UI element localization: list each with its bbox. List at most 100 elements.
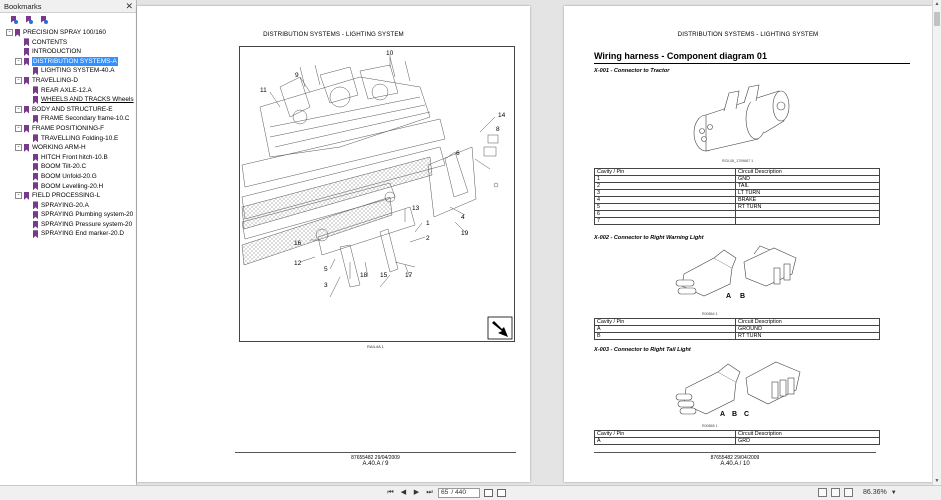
bookmark-ribbon-icon <box>24 47 29 56</box>
bookmark-ribbon-icon <box>24 38 29 47</box>
bookmark-item[interactable]: BOOM Levelling-20.H <box>0 182 136 192</box>
single-page-view-icon[interactable] <box>484 489 493 497</box>
bookmark-item[interactable]: -DISTRIBUTION SYSTEMS-A <box>0 56 136 67</box>
bookmark-ribbon-icon <box>33 86 38 95</box>
collapse-toggle-icon[interactable]: - <box>15 58 22 66</box>
footer-doc-code: 87655482 29/04/2009 <box>710 455 760 461</box>
circuit-cell: GRD <box>735 437 880 445</box>
bookmark-label: BOOM Unfold-20.G <box>41 172 97 180</box>
bookmark-label: TRAVELLING-D <box>32 76 79 84</box>
callout-label: 12 <box>294 260 302 267</box>
collapse-toggle-icon[interactable]: - <box>15 125 22 133</box>
bookmark-item[interactable]: REAR AXLE-12.A <box>0 86 136 96</box>
bookmark-item[interactable]: WHEELS AND TRACKS Wheels <box>0 95 136 105</box>
pin-cell: 7 <box>594 217 736 225</box>
footer-doc-code: 87655482 29/04/2009 <box>351 455 400 461</box>
bookmark-item[interactable]: SPRAYING-20.A <box>0 201 136 211</box>
callout-label: 13 <box>412 205 420 212</box>
bookmark-label: LIGHTING SYSTEM-40.A <box>41 67 115 75</box>
total-pages: / 440 <box>451 489 467 496</box>
circuit-cell <box>735 217 880 225</box>
bookmark-label: WHEELS AND TRACKS Wheels <box>41 96 134 104</box>
bookmark-item[interactable]: CONTENTS <box>0 38 136 48</box>
pin-cell: A <box>594 437 736 445</box>
bookmark-item[interactable]: - TRAVELLING-D <box>0 76 136 86</box>
connector-title: X-003 - Connector to Right Tail Light <box>594 347 691 353</box>
bookmark-label: FRAME Secondary frame-10.C <box>41 115 130 123</box>
toggle-spacer <box>24 154 31 161</box>
bookmark-item[interactable]: HITCH Front hitch-10.B <box>0 153 136 163</box>
table-header: Cavity / Pin <box>594 318 736 326</box>
bookmark-label: SPRAYING Pressure system-20 <box>41 220 133 228</box>
collapse-toggle-icon[interactable]: - <box>15 192 22 200</box>
circuit-cell: GROUND <box>735 325 880 333</box>
callout-label: 14 <box>498 112 506 119</box>
bookmark-item[interactable]: -FRAME POSITIONING-F <box>0 124 136 134</box>
page-navigation: ⏮ ◀ ▶ ⏭ 65 / 440 <box>386 488 506 498</box>
bookmark-options-icon[interactable] <box>10 16 18 25</box>
two-page-view-icon[interactable] <box>497 489 506 497</box>
collapse-toggle-icon[interactable]: - <box>6 29 13 37</box>
pin-letter: C <box>744 411 749 418</box>
previous-page-icon[interactable]: ◀ <box>400 489 407 496</box>
new-bookmark-icon[interactable] <box>25 16 33 25</box>
bookmark-item[interactable]: SPRAYING Plumbing system-20 <box>0 210 136 220</box>
actual-size-icon[interactable] <box>844 488 853 497</box>
scroll-down-icon[interactable]: ▼ <box>934 478 940 484</box>
footer-page-number: A.40.A / 9 <box>362 461 389 467</box>
document-viewer[interactable]: DISTRIBUTION SYSTEMS - LIGHTING SYSTEM <box>137 0 932 485</box>
bookmark-label: SPRAYING End marker-20.D <box>41 230 124 238</box>
bookmark-item[interactable]: -FIELD PROCESSING-L <box>0 191 136 201</box>
bookmark-item[interactable]: -WORKING ARM-H <box>0 143 136 153</box>
close-icon[interactable]: ✕ <box>125 0 133 11</box>
bookmark-item[interactable]: -BODY AND STRUCTURE-E <box>0 105 136 115</box>
pin-letter: A <box>726 293 731 299</box>
fit-width-icon[interactable] <box>818 488 827 497</box>
collapse-toggle-icon[interactable]: - <box>15 77 22 85</box>
bookmark-label: PRECISION SPRAY 100/160 <box>23 29 106 36</box>
bookmark-ribbon-icon <box>24 57 29 66</box>
fit-page-icon[interactable] <box>831 488 840 497</box>
zoom-dropdown-icon[interactable]: ▼ <box>890 489 897 496</box>
bookmark-item[interactable]: BOOM Tilt-20.C <box>0 162 136 172</box>
bookmark-item[interactable]: FRAME Secondary frame-10.C <box>0 114 136 124</box>
bookmark-item[interactable]: LIGHTING SYSTEM-40.A <box>0 66 136 76</box>
scroll-thumb[interactable] <box>934 12 940 26</box>
bookmark-item[interactable]: TRAVELLING Folding-10.E <box>0 134 136 144</box>
bookmark-ribbon-icon <box>24 124 29 133</box>
bookmark-ribbon-icon <box>33 95 38 104</box>
connector-caption: R00865 1 <box>702 424 718 428</box>
first-page-icon[interactable]: ⏮ <box>387 489 394 496</box>
expand-bookmark-icon[interactable] <box>40 16 48 25</box>
table-row: 6 <box>594 210 880 218</box>
bookmark-label: TRAVELLING Folding-10.E <box>41 134 119 142</box>
bookmark-item[interactable]: SPRAYING Pressure system-20 <box>0 220 136 230</box>
bookmark-item[interactable]: - PRECISION SPRAY 100/160 <box>0 28 136 38</box>
toggle-spacer <box>24 68 31 75</box>
bookmark-ribbon-icon <box>33 115 38 124</box>
collapse-toggle-icon[interactable]: - <box>15 144 22 152</box>
circuit-cell: RT TURN <box>735 203 880 211</box>
circuit-cell: TAIL <box>735 182 880 190</box>
bookmark-ribbon-icon <box>33 67 38 76</box>
bookmark-item[interactable]: INTRODUCTION <box>0 47 136 57</box>
page-right: DISTRIBUTION SYSTEMS - LIGHTING SYSTEM W… <box>564 6 932 482</box>
bookmarks-header: Bookmarks ✕ <box>0 0 136 13</box>
bookmark-item[interactable]: SPRAYING End marker-20.D <box>0 229 136 239</box>
bookmark-label: BOOM Tilt-20.C <box>41 163 87 171</box>
last-page-icon[interactable]: ⏭ <box>426 489 433 496</box>
bookmark-item[interactable]: BOOM Unfold-20.G <box>0 172 136 182</box>
vertical-scrollbar[interactable]: ▲ ▼ <box>932 0 941 485</box>
scroll-up-icon[interactable]: ▲ <box>934 1 940 7</box>
bookmark-label: HITCH Front hitch-10.B <box>41 153 108 161</box>
next-page-icon[interactable]: ▶ <box>413 489 420 496</box>
collapse-toggle-icon[interactable]: - <box>15 106 22 114</box>
zoom-level[interactable]: 86.36% <box>863 489 887 496</box>
page-number-field[interactable]: 65 / 440 <box>438 488 480 498</box>
lighting-system-diagram: 10 9 11 14 8 6 13 1 2 16 12 5 18 15 17 3 <box>241 50 513 340</box>
bookmark-ribbon-icon <box>15 28 20 37</box>
